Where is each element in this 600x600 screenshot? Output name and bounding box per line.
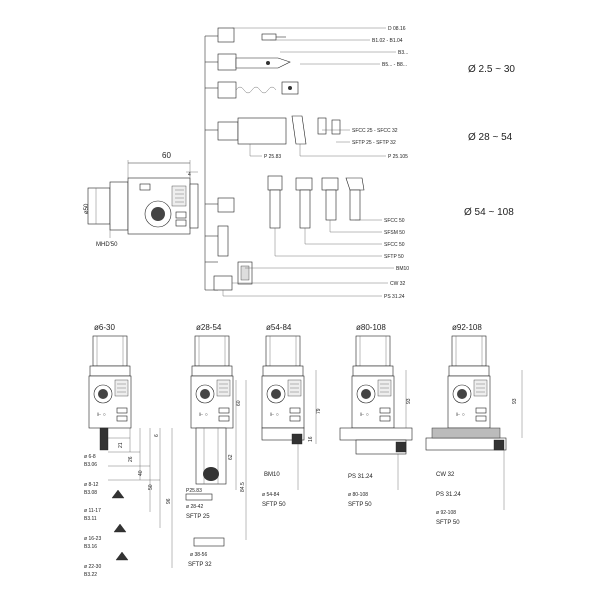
header-col2: ø28-54	[196, 323, 222, 332]
g3-label-4: BM10	[396, 266, 409, 272]
c2-item-2: SFTP 25	[186, 514, 210, 520]
header-col1: ø6-30	[94, 323, 115, 332]
c2-item-1: ø 28-42	[186, 504, 203, 510]
g1-label-0: D 08.16	[388, 26, 406, 32]
c2-dim-1: 62	[228, 454, 234, 460]
c4-dim-0: 93	[406, 398, 412, 404]
c1-code-3: B3.16	[84, 544, 97, 550]
boring-head-main: 60 4 ø50 MHD'50	[84, 151, 199, 248]
g3-label-0: SFCC 50	[384, 218, 405, 224]
g3-label-2: SFCC 50	[384, 242, 405, 248]
header-col3: ø54-84	[266, 323, 292, 332]
c1-range-2: ø 11-17	[84, 508, 101, 514]
c3-dim-1: 16	[308, 436, 314, 442]
g3-label-6: PS 31.24	[384, 294, 405, 300]
column-5: 93 CW 32 PS 31.24 ø 92-108 SFTP 50	[425, 335, 523, 526]
c3-item-1: ø 54-84	[262, 492, 279, 498]
c3-item-2: SFTP 50	[262, 502, 286, 508]
dim-4: 4	[188, 172, 191, 178]
c1-code-1: B3.08	[84, 490, 97, 496]
g2-label-1: SFTP 25 - SFTP 32	[352, 140, 396, 146]
c1-dim-2: 40	[138, 470, 144, 476]
c1-range-0: ø 6-8	[84, 454, 96, 460]
c1-code-4: B3.22	[84, 572, 97, 578]
group1-tools: D 08.16 B1.02 - B1.04 B3... B5... - B8..…	[217, 26, 515, 99]
c1-range-3: ø 16-23	[84, 536, 101, 542]
c3-dim-0: 79	[316, 408, 322, 414]
c1-dim-3: 50	[148, 484, 154, 490]
dim-width: 60	[162, 151, 171, 160]
c1-dim-0: 21	[118, 442, 124, 448]
column-3: 79 16 BM10 ø 54-84 SFTP 50	[261, 335, 322, 508]
c2-item-0: P25.83	[186, 488, 202, 494]
c1-code-0: B3.06	[84, 462, 97, 468]
c5-item-3: SFTP 50	[436, 520, 460, 526]
connector-lines	[204, 35, 218, 291]
g1-label-3: B5... - B8...	[382, 62, 407, 68]
c2-dim-0: 60	[236, 400, 242, 406]
header-col4: ø80-108	[356, 323, 386, 332]
column-2: 60 62 84.5 P25.83 ø 28-42 SFTP 25 ø 38-5…	[185, 335, 247, 568]
group2-tools: SFCC 25 - SFCC 32 SFTP 25 - SFTP 32 P 25…	[217, 115, 513, 160]
column-1: 21 26 40 50 6 96 ø 6-8 B3.06 ø 8-12 B3.0…	[84, 335, 173, 578]
g1-label-1: B1.02 - B1.04	[372, 38, 403, 44]
group1-range: Ø 2.5 ~ 30	[468, 64, 515, 75]
c5-item-2: ø 92-108	[436, 510, 456, 516]
c1-code-2: B3.11	[84, 516, 97, 522]
c1-range-4: ø 22-30	[84, 564, 101, 570]
c4-item-2: SFTP 50	[348, 502, 372, 508]
c4-item-0: PS 31.24	[348, 474, 373, 480]
c1-dim-5: 96	[166, 498, 172, 504]
g3-label-5: CW 32	[390, 281, 406, 287]
c1-range-1: ø 8-12	[84, 482, 99, 488]
g2-label-2: P 25.83	[264, 154, 281, 160]
header-col5: ø92-108	[452, 323, 482, 332]
c2-item-4: SFTP 32	[188, 562, 212, 568]
lower-headers: ø6-30 ø28-54 ø54-84 ø80-108 ø92-108	[94, 323, 482, 332]
group3-range: Ø 54 ~ 108	[464, 207, 514, 218]
c5-item-0: CW 32	[436, 472, 455, 478]
g2-label-0: SFCC 25 - SFCC 32	[352, 128, 398, 134]
c3-item-0: BM10	[264, 472, 280, 478]
g2-label-3: P 25.105	[388, 154, 408, 160]
c5-item-1: PS 31.24	[436, 492, 461, 498]
c2-dim-2: 84.5	[240, 482, 246, 492]
g3-label-3: SFTP 50	[384, 254, 404, 260]
g3-label-1: SFSM 50	[384, 230, 405, 236]
c1-dim-4: 6	[154, 434, 160, 437]
group2-range: Ø 28 ~ 54	[468, 132, 513, 143]
dim-dia50: ø50	[84, 203, 90, 214]
g1-label-2: B3...	[398, 50, 408, 56]
c1-dim-1: 26	[128, 456, 134, 462]
c4-item-1: ø 80-108	[348, 492, 368, 498]
group3-tools: SFCC 50 SFSM 50 SFCC 50 SFTP 50 BM10 CW …	[213, 175, 514, 300]
c2-item-3: ø 38-56	[190, 552, 207, 558]
body-label: MHD'50	[96, 242, 118, 248]
column-4: 93 PS 31.24 ø 80-108 SFTP 50	[339, 335, 413, 508]
c5-dim-0: 93	[512, 398, 518, 404]
